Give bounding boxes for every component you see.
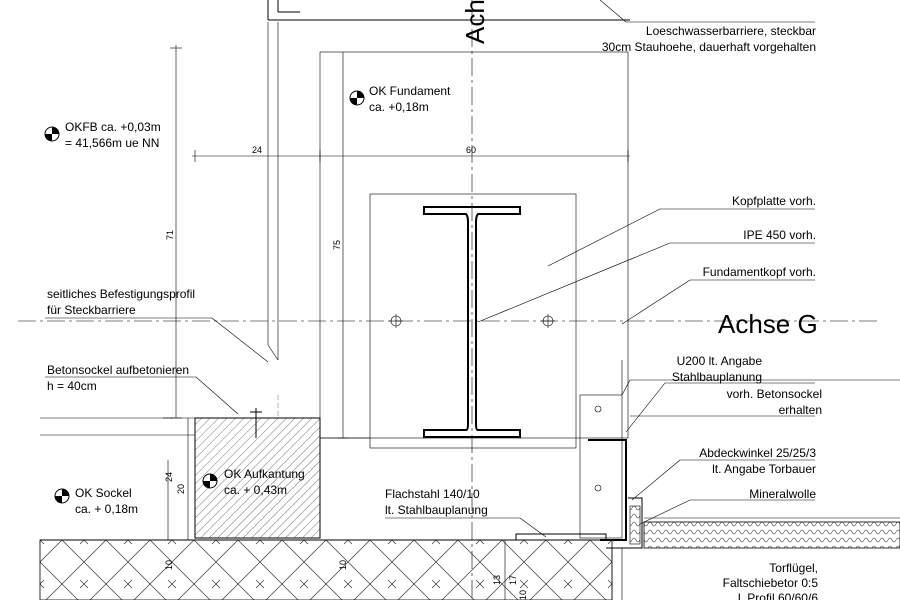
sockel-label-2: ca. + 0,18m (75, 502, 138, 516)
aufkantung-label-1: OK Aufkantung (224, 467, 305, 481)
level-marker-fundament (349, 90, 365, 106)
horizontal-axis-label: Achse G (718, 309, 818, 339)
level-marker-okfb (44, 126, 60, 142)
befestigung-label-1: seitliches Befestigungsprofil (47, 287, 195, 301)
mineralwolle-fill (629, 505, 641, 545)
loeschwasser-label-1: Loeschwasserbarriere, steckbar (646, 24, 816, 38)
ipe-label: IPE 450 vorh. (743, 228, 816, 242)
loeschwasser-label-2: 30cm Stauhoehe, dauerhaft vorgehalten (602, 40, 816, 54)
top-wall (267, 0, 630, 361)
aufkantung-label-2: ca. + 0,43m (224, 483, 287, 497)
vorh-sockel-label-1: vorh. Betonsockel (727, 387, 822, 401)
flachstahl-label-2: lt. Stahlbauplanung (385, 503, 488, 517)
bolt-holes (389, 314, 555, 328)
okfb-label-1: OKFB ca. +0,03m (65, 120, 161, 134)
dimension-lines (163, 45, 630, 600)
dim-17: 17 (508, 575, 518, 585)
mineralwolle-label: Mineralwolle (749, 487, 816, 501)
dim-24-side: 24 (164, 472, 174, 482)
okfb-label-2: = 41,566m ue NN (65, 136, 159, 150)
dim-10-c: 10 (518, 590, 528, 600)
dim-20: 20 (176, 484, 186, 494)
right-plinth (579, 379, 631, 539)
vorh-sockel-label-2: erhalten (779, 403, 822, 417)
betonsockel-label-2: h = 40cm (47, 379, 97, 393)
u200-profile (588, 439, 627, 541)
betonsockel-label-1: Betonsockel aufbetonieren (47, 363, 189, 377)
fundamentkopf-label: Fundamentkopf vorh. (703, 265, 816, 279)
befestigung-label-2: für Steckbarriere (47, 303, 136, 317)
dim-10-a: 10 (164, 560, 174, 570)
abdeckwinkel-label-1: Abdeckwinkel 25/25/3 (699, 446, 816, 460)
u200-label-2: Stahlbauplanung (672, 370, 762, 384)
flachstahl (515, 533, 607, 541)
fundament-label-2: ca. +0,18m (369, 100, 429, 114)
dim-10-b: 10 (338, 560, 348, 570)
kopfplatte (369, 193, 577, 449)
abdeckwinkel-label-2: lt. Angabe Torbauer (712, 462, 816, 476)
level-marker-sockel (54, 488, 70, 504)
vertical-axis-label: Achse (460, 0, 490, 44)
level-marker-aufkantung (202, 473, 218, 489)
torfluegel-label-1: Torflügel, (769, 561, 818, 575)
ipe-450-section (423, 206, 521, 438)
kopfplatte-label: Kopfplatte vorh. (732, 194, 816, 208)
dim-71: 71 (165, 230, 175, 240)
sockel-label-1: OK Sockel (75, 486, 132, 500)
torfluegel-label-3: L Profil 60/60/6 (738, 591, 819, 600)
leader-lines (45, 0, 815, 538)
dim-13: 13 (492, 575, 502, 585)
dim-60: 60 (466, 145, 476, 155)
dim-75: 75 (332, 240, 342, 250)
flachstahl-label-1: Flachstahl 140/10 (385, 487, 480, 501)
torfluegel-panel (643, 521, 900, 549)
fundament-label-1: OK Fundament (369, 84, 451, 98)
dim-24-top: 24 (252, 145, 262, 155)
u200-label-1: U200 lt. Angabe (677, 354, 763, 368)
fundament-outline (319, 51, 629, 439)
torfluegel-label-2: Faltschiebetor 0:5 (723, 576, 819, 590)
